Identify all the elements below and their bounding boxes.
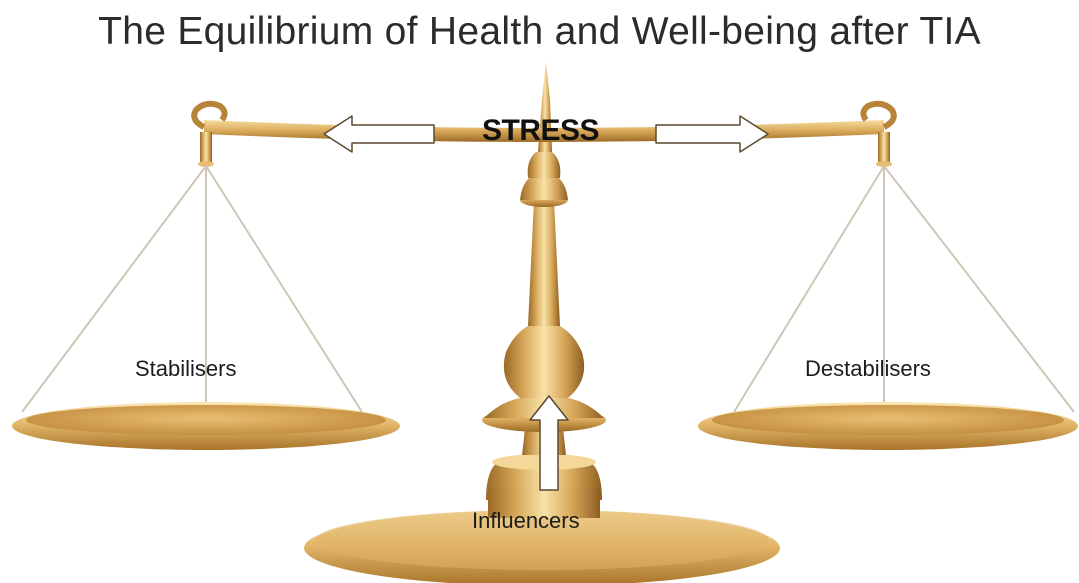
left-pan-strings	[21, 165, 363, 413]
arrow-right-icon	[655, 115, 769, 153]
right-pan	[698, 402, 1078, 450]
right-pan-strings	[733, 165, 1075, 413]
left-pan	[12, 402, 400, 450]
arrow-left-icon	[323, 115, 435, 153]
scale-base	[304, 454, 780, 583]
influencers-label: Influencers	[472, 508, 580, 533]
stress-label: STRESS	[482, 114, 600, 147]
arrow-up-icon	[529, 395, 569, 491]
stabilisers-label: Stabilisers	[135, 356, 237, 381]
destabilisers-label: Destabilisers	[805, 356, 931, 381]
page-title: The Equilibrium of Health and Well-being…	[98, 10, 981, 53]
